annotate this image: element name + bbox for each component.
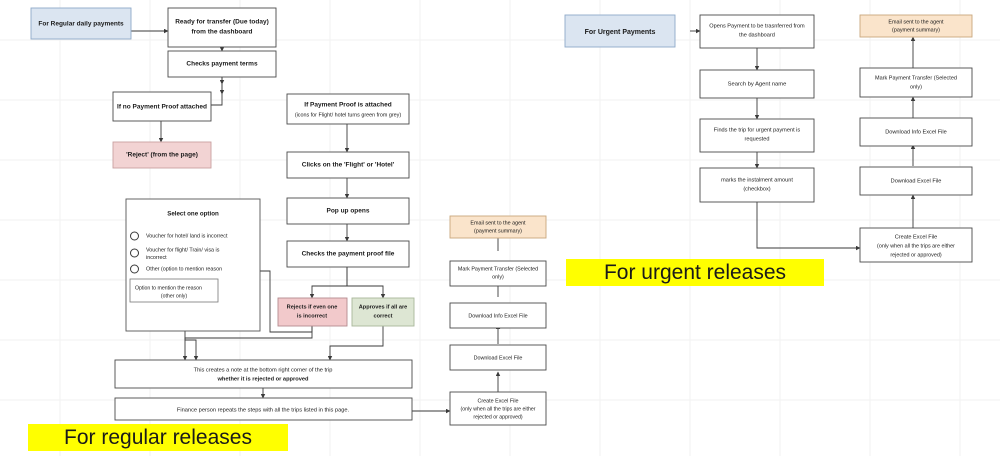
- node-regular-mark-line1: Mark Payment Transfer (Selected: [458, 266, 538, 272]
- node-search-by-agent[interactable]: Search by Agent name: [699, 69, 815, 99]
- node-finds-trip-line1: Finds the trip for urgent payment is: [714, 127, 801, 133]
- option-panel[interactable]: Select one option Voucher for hotel/ lan…: [125, 198, 261, 332]
- node-popup-label: Pop up opens: [327, 208, 370, 215]
- node-approves-line1: Approves if all are: [359, 304, 408, 310]
- node-payment-proof-attached[interactable]: If Payment Proof is attached (icons for …: [286, 93, 410, 125]
- node-ready-line1: Ready for transfer (Due today): [175, 19, 269, 26]
- node-regular-email-line2: (payment summary): [474, 228, 522, 234]
- radio-option-hotel-land[interactable]: Voucher for hotel/ land is incorrect: [130, 231, 229, 241]
- node-marks-instalment-line1: marks the instalment amount: [721, 177, 793, 183]
- node-urgent-email-sent[interactable]: Email sent to the agent (payment summary…: [859, 14, 973, 38]
- radio-option-other-label: Other (option to mention reason: [146, 266, 222, 272]
- node-regular-mark-line2: only): [492, 274, 504, 280]
- node-ready-line2: from the dashboard: [191, 29, 252, 36]
- node-finance-repeats-label: Finance person repeats the steps with al…: [177, 408, 350, 414]
- node-regular-create-line2: (only when all the trips are either: [461, 406, 536, 412]
- node-regular-create-line1: Create Excel File: [477, 398, 518, 404]
- node-marks-instalment[interactable]: marks the instalment amount (checkbox): [699, 167, 815, 203]
- regular-connectors: [131, 28, 451, 414]
- node-finds-trip[interactable]: Finds the trip for urgent payment is req…: [699, 118, 815, 153]
- node-regular-email-sent[interactable]: Email sent to the agent (payment summary…: [449, 215, 547, 239]
- node-opens-payment[interactable]: Opens Payment to be trasnferred from the…: [699, 14, 815, 49]
- radio-option-other[interactable]: Other (option to mention reason: [130, 264, 223, 274]
- node-finance-repeats[interactable]: Finance person repeats the steps with al…: [114, 397, 413, 421]
- node-regular-create-line3: rejected or approved): [473, 414, 523, 420]
- node-regular-start-label: For Regular daily payments: [38, 21, 124, 28]
- node-opens-payment-line2: the dashboard: [739, 32, 775, 38]
- node-finds-trip-line2: requested: [745, 136, 770, 142]
- node-proof-attached-line1: If Payment Proof is attached: [304, 102, 391, 109]
- node-urgent-download-excel-label: Download Excel File: [891, 178, 942, 184]
- node-popup-opens[interactable]: Pop up opens: [286, 197, 410, 225]
- section-band-urgent: For urgent releases: [566, 259, 824, 286]
- radio-option-flight-train-visa[interactable]: Voucher for flight/ Train/ visa is incor…: [130, 247, 220, 261]
- node-clicks-label: Clicks on the 'Flight' or 'Hotel': [302, 162, 395, 169]
- node-urgent-download-info-excel[interactable]: Download Info Excel File: [859, 117, 973, 147]
- node-approves-if-all-correct[interactable]: Approves if all are correct: [351, 297, 415, 327]
- node-regular-download-info-label: Download Info Excel File: [468, 313, 527, 319]
- reason-textbox-line1: Option to mention the reason: [135, 285, 202, 291]
- radio-option-hotel-land-label: Voucher for hotel/ land is incorrect: [146, 233, 228, 239]
- node-no-payment-proof[interactable]: If no Payment Proof attached: [112, 91, 212, 122]
- node-marks-instalment-line2: (checkbox): [743, 186, 770, 192]
- node-urgent-email-line1: Email sent to the agent: [888, 19, 944, 25]
- node-urgent-mark-line1: Mark Payment Transfer (Selected: [875, 75, 957, 81]
- node-urgent-email-line2: (payment summary): [892, 27, 940, 33]
- node-regular-download-excel[interactable]: Download Excel File: [449, 344, 547, 371]
- node-rejects-line1: Rejects if even one: [287, 304, 338, 310]
- node-approves-line2: correct: [374, 313, 393, 319]
- node-opens-payment-line1: Opens Payment to be trasnferred from: [709, 23, 805, 29]
- node-creates-note[interactable]: This creates a note at the bottom right …: [114, 359, 413, 389]
- section-band-regular: For regular releases: [28, 424, 288, 451]
- reason-textbox[interactable]: Option to mention the reason (other only…: [129, 278, 219, 303]
- node-reject-from-page[interactable]: 'Reject' (from the page): [112, 141, 212, 169]
- node-urgent-create-line1: Create Excel File: [895, 234, 938, 240]
- node-urgent-download-info-label: Download Info Excel File: [885, 129, 947, 135]
- urgent-connectors: [690, 28, 916, 251]
- node-regular-email-line1: Email sent to the agent: [470, 220, 526, 226]
- node-no-proof-label: If no Payment Proof attached: [117, 104, 207, 111]
- node-regular-start[interactable]: For Regular daily payments: [30, 7, 132, 40]
- node-search-agent-label: Search by Agent name: [728, 82, 787, 88]
- node-urgent-download-excel[interactable]: Download Excel File: [859, 166, 973, 196]
- node-urgent-create-line3: rejected or approved): [890, 252, 941, 258]
- reason-textbox-line2: (other only): [161, 293, 188, 299]
- node-rejects-line2: is incorrect: [297, 313, 327, 319]
- node-urgent-mark-payment-transfer[interactable]: Mark Payment Transfer (Selected only): [859, 67, 973, 98]
- node-regular-download-info-excel[interactable]: Download Info Excel File: [449, 302, 547, 329]
- node-urgent-start-label: For Urgent Payments: [585, 29, 656, 36]
- node-clicks-flight-hotel[interactable]: Clicks on the 'Flight' or 'Hotel': [286, 151, 410, 179]
- node-checks-terms-label: Checks payment terms: [186, 61, 258, 68]
- node-checks-proof-file[interactable]: Checks the payment proof file: [286, 240, 410, 268]
- option-panel-heading: Select one option: [167, 211, 219, 218]
- radio-option-flight-train-visa-label-line2: incorrect: [146, 255, 167, 261]
- node-regular-mark-payment-transfer[interactable]: Mark Payment Transfer (Selected only): [449, 260, 547, 287]
- node-rejects-if-one-incorrect[interactable]: Rejects if even one is incorrect: [277, 297, 348, 327]
- node-regular-download-excel-label: Download Excel File: [474, 355, 523, 361]
- node-urgent-create-excel[interactable]: Create Excel File (only when all the tri…: [859, 227, 973, 263]
- node-regular-create-excel[interactable]: Create Excel File (only when all the tri…: [449, 391, 547, 426]
- node-creates-note-line2: whether it is rejected or approved: [216, 377, 309, 383]
- node-urgent-mark-line2: only): [910, 84, 922, 90]
- node-urgent-create-line2: (only when all the trips are either: [877, 243, 955, 249]
- node-creates-note-line1: This creates a note at the bottom right …: [194, 368, 333, 374]
- node-ready-for-transfer[interactable]: Ready for transfer (Due today) from the …: [167, 7, 277, 48]
- node-reject-label: 'Reject' (from the page): [126, 152, 198, 159]
- node-proof-attached-line2: (icons for Flight/ hotel turns green fro…: [295, 112, 402, 118]
- radio-option-flight-train-visa-label-line1: Voucher for flight/ Train/ visa is: [146, 247, 220, 253]
- node-checks-payment-terms[interactable]: Checks payment terms: [167, 50, 277, 78]
- node-urgent-start[interactable]: For Urgent Payments: [564, 14, 676, 48]
- node-checks-proof-label: Checks the payment proof file: [302, 251, 395, 258]
